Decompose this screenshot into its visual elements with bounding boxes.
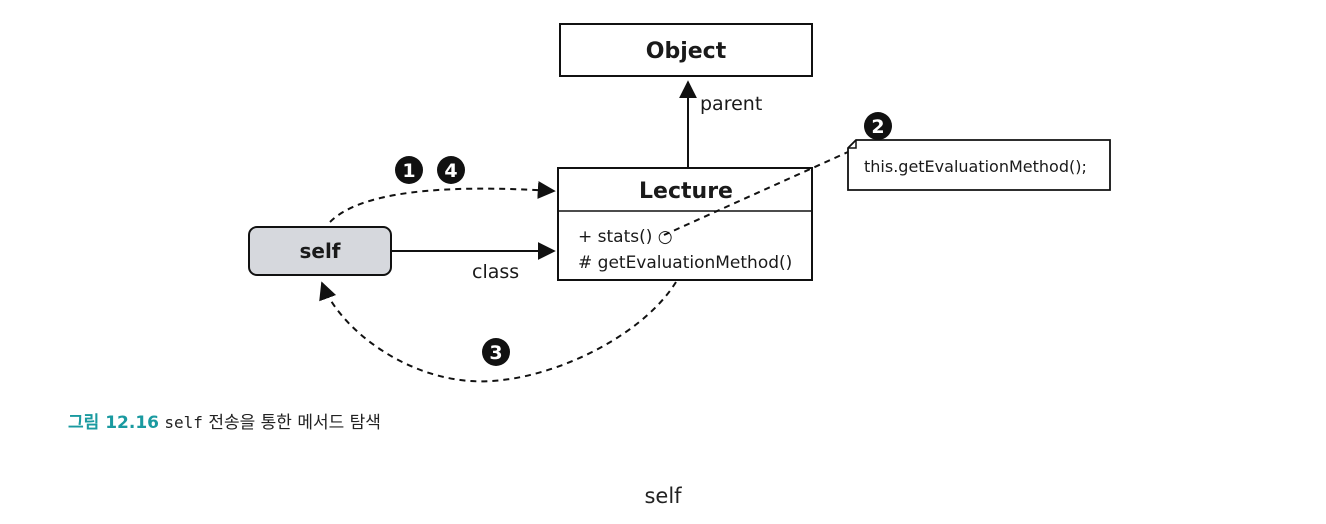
- note-text: this.getEvaluationMethod();: [864, 157, 1087, 176]
- dashed-arrow-self-to-lecture: [329, 181, 556, 223]
- svg-text:3: 3: [489, 342, 502, 364]
- lecture-class-title: Lecture: [639, 179, 733, 204]
- svg-text:2: 2: [871, 116, 884, 138]
- svg-text:1: 1: [402, 160, 415, 182]
- self-object-title: self: [299, 239, 340, 263]
- footer-label: self: [644, 484, 682, 508]
- step-badge-3: 3: [482, 338, 510, 366]
- figure-caption-code: self: [164, 413, 203, 432]
- step-badge-1: 1: [395, 156, 423, 184]
- dashed-line-stats-to-note: [663, 151, 849, 236]
- self-object-box: self: [248, 226, 392, 276]
- object-class-box: Object: [559, 23, 813, 77]
- lecture-member-get-evaluation-method: # getEvaluationMethod(): [578, 253, 792, 273]
- lecture-class-box: Lecture + stats() ○ # getEvaluationMetho…: [557, 167, 813, 281]
- step-badge-4: 4: [437, 156, 465, 184]
- svg-text:4: 4: [444, 160, 457, 182]
- figure-number: 그림 12.16: [68, 413, 159, 433]
- dashed-arrow-lecture-to-self: [319, 281, 677, 383]
- figure-caption: 그림 12.16 self 전송을 통한 메서드 탐색: [68, 408, 381, 433]
- step-badge-2: 2: [864, 112, 892, 140]
- note-box: this.getEvaluationMethod();: [847, 139, 1111, 191]
- parent-label: parent: [700, 93, 762, 115]
- class-label: class: [472, 261, 519, 283]
- figure-caption-text: 전송을 통한 메서드 탐색: [208, 413, 381, 433]
- lecture-member-stats: + stats() ○: [578, 227, 673, 247]
- object-class-title: Object: [646, 39, 727, 64]
